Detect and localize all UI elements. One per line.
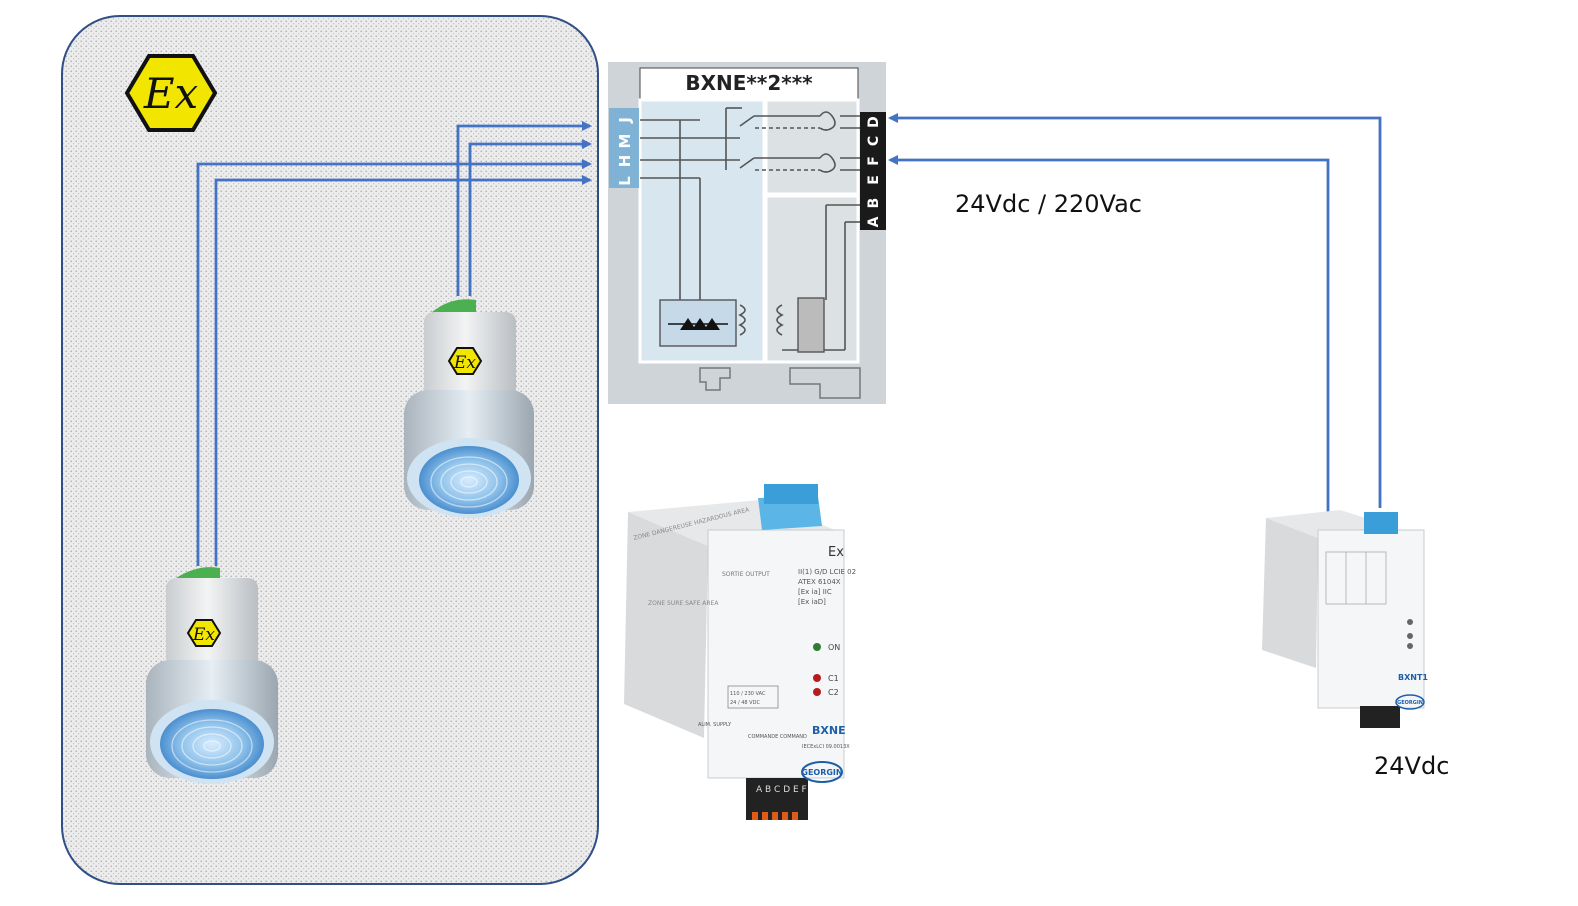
pressure-switch-upper: Ex [404, 299, 534, 518]
svg-text:24 / 48 VDC: 24 / 48 VDC [730, 700, 760, 706]
svg-text:[Ex ia] IIC: [Ex ia] IIC [798, 588, 832, 596]
svg-text:ALIM. SUPPLY: ALIM. SUPPLY [698, 722, 732, 728]
svg-text:ATEX 6104X: ATEX 6104X [798, 578, 841, 586]
terminal-e: E [866, 175, 882, 185]
svg-text:[Ex iaD]: [Ex iaD] [798, 598, 826, 606]
svg-text:ON: ON [828, 643, 840, 652]
ex-badge-lower-icon: Ex [186, 619, 222, 647]
supply-label-bxne: 24Vdc / 220Vac [955, 190, 1142, 218]
svg-text:C2: C2 [828, 688, 839, 697]
pressure-switch-lower: Ex [146, 567, 278, 784]
svg-text:II(1) G/D LCIE 02: II(1) G/D LCIE 02 [798, 568, 856, 576]
ce-mark: Ex [828, 545, 844, 560]
svg-text:C1: C1 [828, 674, 839, 683]
svg-text:COMMANDE COMMAND: COMMANDE COMMAND [748, 734, 807, 740]
ex-zone-icon: Ex [124, 54, 218, 132]
bxnt-module: BXNT1 GEORGIN [1262, 510, 1428, 728]
svg-text:ZONE SURE SAFE AREA: ZONE SURE SAFE AREA [648, 600, 719, 607]
terminal-d: D [866, 116, 882, 128]
schematic-title: BXNE**2*** [685, 71, 813, 95]
terminal-j: J [616, 117, 634, 124]
terminal-b: B [866, 198, 882, 209]
svg-text:Ex: Ex [453, 353, 476, 373]
svg-text:Ex: Ex [192, 625, 215, 645]
svg-text:SORTIE OUTPUT: SORTIE OUTPUT [722, 571, 770, 578]
bxne-module: A B C D E F Ex II(1) G/D LCIE 02 ATEX 61… [624, 484, 856, 820]
supply-label-bxnt: 24Vdc [1374, 752, 1450, 780]
bxne-name: BXNE [812, 724, 846, 737]
georgin-logo: GEORGIN [801, 768, 842, 777]
svg-text:110 / 230 VAC: 110 / 230 VAC [730, 691, 766, 697]
ex-badge-upper-icon: Ex [447, 347, 483, 375]
svg-text:GEORGIN: GEORGIN [1397, 700, 1423, 706]
sensor-wires [196, 121, 592, 566]
svg-text:IECExLCI 09.0013X: IECExLCI 09.0013X [802, 744, 850, 750]
bxne-schematic: BXNE**2*** J M H L D C F E B A [608, 62, 886, 404]
bxnt-name: BXNT1 [1398, 673, 1428, 682]
terminal-c: C [866, 136, 882, 146]
bxne-bottom-terminals: A B C D E F [756, 785, 807, 795]
terminal-m: M [616, 134, 634, 149]
svg-text:Ex: Ex [143, 69, 199, 118]
terminal-a: A [866, 216, 882, 227]
terminal-h: H [616, 155, 634, 168]
terminal-l: L [616, 176, 634, 186]
supply-wires [888, 113, 1382, 534]
terminal-f: F [866, 156, 882, 166]
